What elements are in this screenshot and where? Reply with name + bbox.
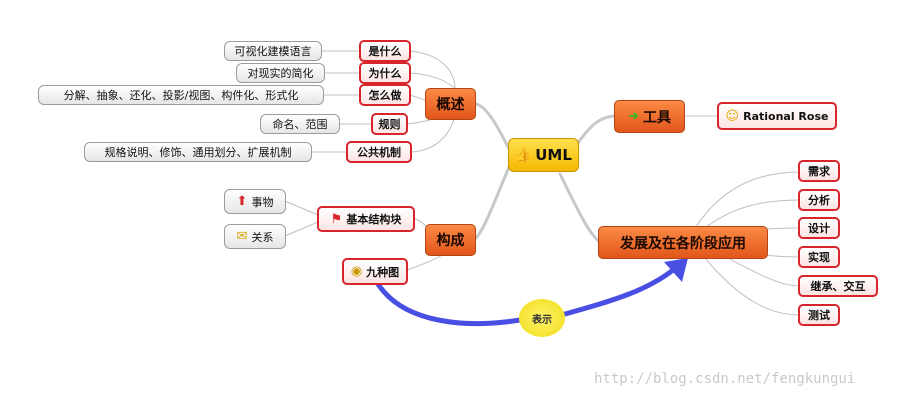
coins-icon: ◉	[350, 264, 363, 279]
stage-testing[interactable]: 测试	[798, 304, 840, 326]
watermark-text: http://blog.csdn.net/fengkungui	[594, 371, 856, 387]
overview-rules-key[interactable]: 规则	[371, 113, 408, 135]
green-arrow-icon: ➜	[628, 109, 639, 124]
overview-what-key[interactable]: 是什么	[359, 40, 411, 62]
rational-rose-node[interactable]: ☺Rational Rose	[717, 102, 837, 130]
blocks-relations-node[interactable]: ✉关系	[224, 224, 286, 249]
stage-design[interactable]: 设计	[798, 217, 840, 239]
overview-common-value[interactable]: 规格说明、修饰、通用划分、扩展机制	[84, 142, 312, 162]
relation-label[interactable]: 表示	[519, 299, 565, 337]
basic-blocks-node[interactable]: ⚑基本结构块	[317, 206, 415, 232]
envelope-icon: ✉	[236, 229, 248, 244]
overview-how-key[interactable]: 怎么做	[359, 84, 411, 106]
central-node-uml[interactable]: 👍UML	[508, 138, 579, 172]
stage-implementation[interactable]: 实现	[798, 246, 840, 268]
overview-why-value[interactable]: 对现实的简化	[236, 63, 325, 83]
overview-what-value[interactable]: 可视化建模语言	[224, 41, 322, 61]
overview-node[interactable]: 概述	[425, 88, 476, 120]
nine-diagrams-node[interactable]: ◉九种图	[342, 258, 408, 285]
red-flag-icon: ⚑	[330, 211, 343, 227]
overview-how-value[interactable]: 分解、抽象、还化、投影/视图、构件化、形式化	[38, 85, 324, 105]
stage-requirements[interactable]: 需求	[798, 160, 840, 182]
blocks-things-node[interactable]: ⬆事物	[224, 189, 286, 214]
overview-why-key[interactable]: 为什么	[359, 62, 411, 84]
overview-common-key[interactable]: 公共机制	[346, 141, 412, 163]
composition-node[interactable]: 构成	[425, 224, 476, 256]
stage-inherit-interact[interactable]: 继承、交互	[798, 275, 878, 297]
stage-analysis[interactable]: 分析	[798, 189, 840, 211]
tools-node[interactable]: ➜工具	[614, 100, 685, 133]
thumbs-up-icon: 👍	[515, 147, 532, 163]
development-node[interactable]: 发展及在各阶段应用	[598, 226, 768, 259]
smiley-icon: ☺	[725, 108, 740, 124]
overview-rules-value[interactable]: 命名、范围	[260, 114, 340, 134]
red-up-arrow-icon: ⬆	[236, 194, 248, 209]
